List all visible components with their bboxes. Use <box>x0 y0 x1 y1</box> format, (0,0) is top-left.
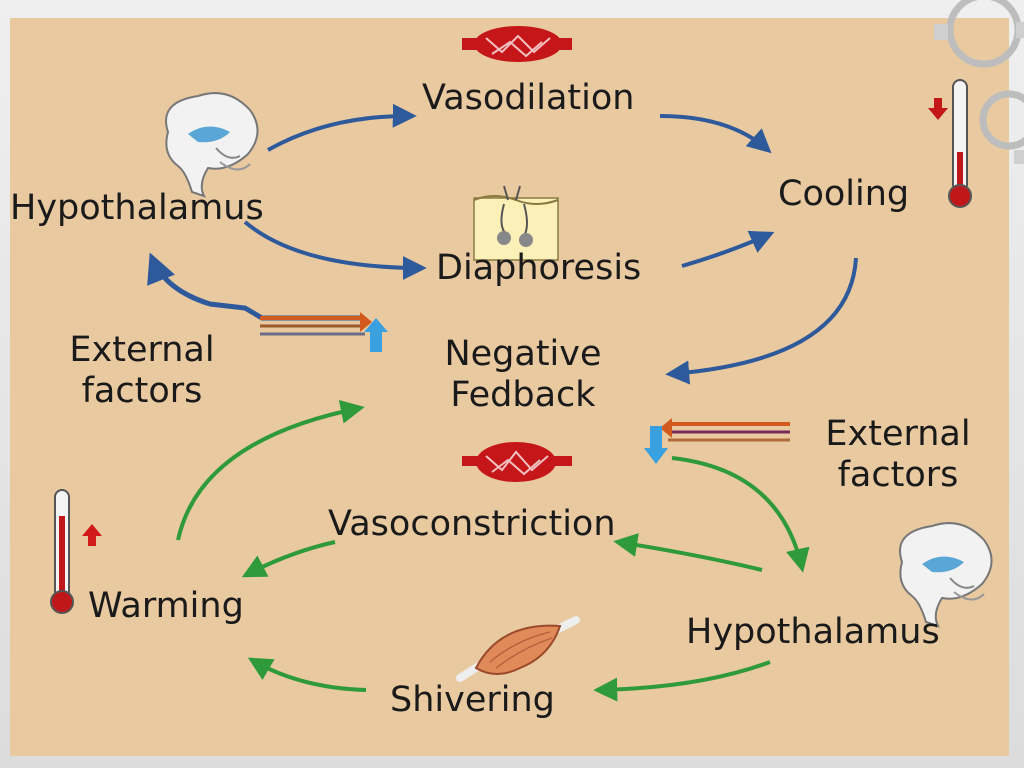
arrow-feedback-to-hypothalamus-bottom <box>671 456 810 573</box>
label-shivering: Shivering <box>390 680 555 720</box>
arrow-hypothalamus-to-vasodilation <box>267 103 417 152</box>
label-negative-feedback-line1: Negative <box>444 334 602 374</box>
brain-icon <box>899 522 993 628</box>
label-external-factors-left-line2: factors <box>81 371 203 412</box>
external-factors-left-arrows <box>260 312 388 352</box>
arrow-diaphoresis-to-cooling <box>681 230 775 268</box>
label-external-factors-left-line1: External <box>69 330 215 370</box>
label-external-factors-left: External factors <box>52 330 232 413</box>
down-arrow-icon <box>928 98 948 120</box>
label-vasodilation: Vasodilation <box>422 78 635 118</box>
arrow-cooling-to-negative-feedback <box>665 257 858 385</box>
up-arrow-icon <box>82 524 102 546</box>
arrow-hypothalamus-to-diaphoresis <box>243 220 427 280</box>
external-factors-right-arrows <box>644 418 790 464</box>
label-vasoconstriction: Vasoconstriction <box>328 504 616 544</box>
blood-vessel-icon <box>462 442 572 482</box>
label-negative-feedback: Negative Fedback <box>420 334 626 417</box>
arrow-vasoconstriction-to-warming <box>241 540 336 578</box>
label-negative-feedback-line2: Fedback <box>450 375 596 416</box>
label-cooling: Cooling <box>778 174 910 214</box>
label-diaphoresis: Diaphoresis <box>436 248 642 288</box>
arrow-warming-to-negative-feedback <box>176 400 365 541</box>
thermometer-icon <box>50 489 74 614</box>
arrow-shivering-to-warming <box>247 657 367 692</box>
muscle-icon <box>456 616 580 682</box>
arrow-feedback-to-hypothalamus <box>147 252 360 321</box>
label-external-factors-right-line1: External <box>825 414 971 454</box>
skin-sweat-gland-icon <box>473 185 559 261</box>
gear-icon <box>934 0 1024 164</box>
arrow-hypothalamus-to-shivering <box>593 660 771 702</box>
label-warming: Warming <box>88 586 244 626</box>
label-external-factors-right-line2: factors <box>837 455 959 496</box>
label-hypothalamus-bottom: Hypothalamus <box>686 612 940 652</box>
label-external-factors-right: External factors <box>808 414 988 497</box>
label-hypothalamus-top: Hypothalamus <box>10 188 264 228</box>
arrow-hypothalamus-to-vasoconstriction <box>613 533 763 572</box>
brain-icon <box>165 92 259 198</box>
arrow-vasodilation-to-cooling <box>659 114 772 154</box>
blood-vessel-icon <box>462 26 572 62</box>
thermometer-icon <box>948 79 972 208</box>
